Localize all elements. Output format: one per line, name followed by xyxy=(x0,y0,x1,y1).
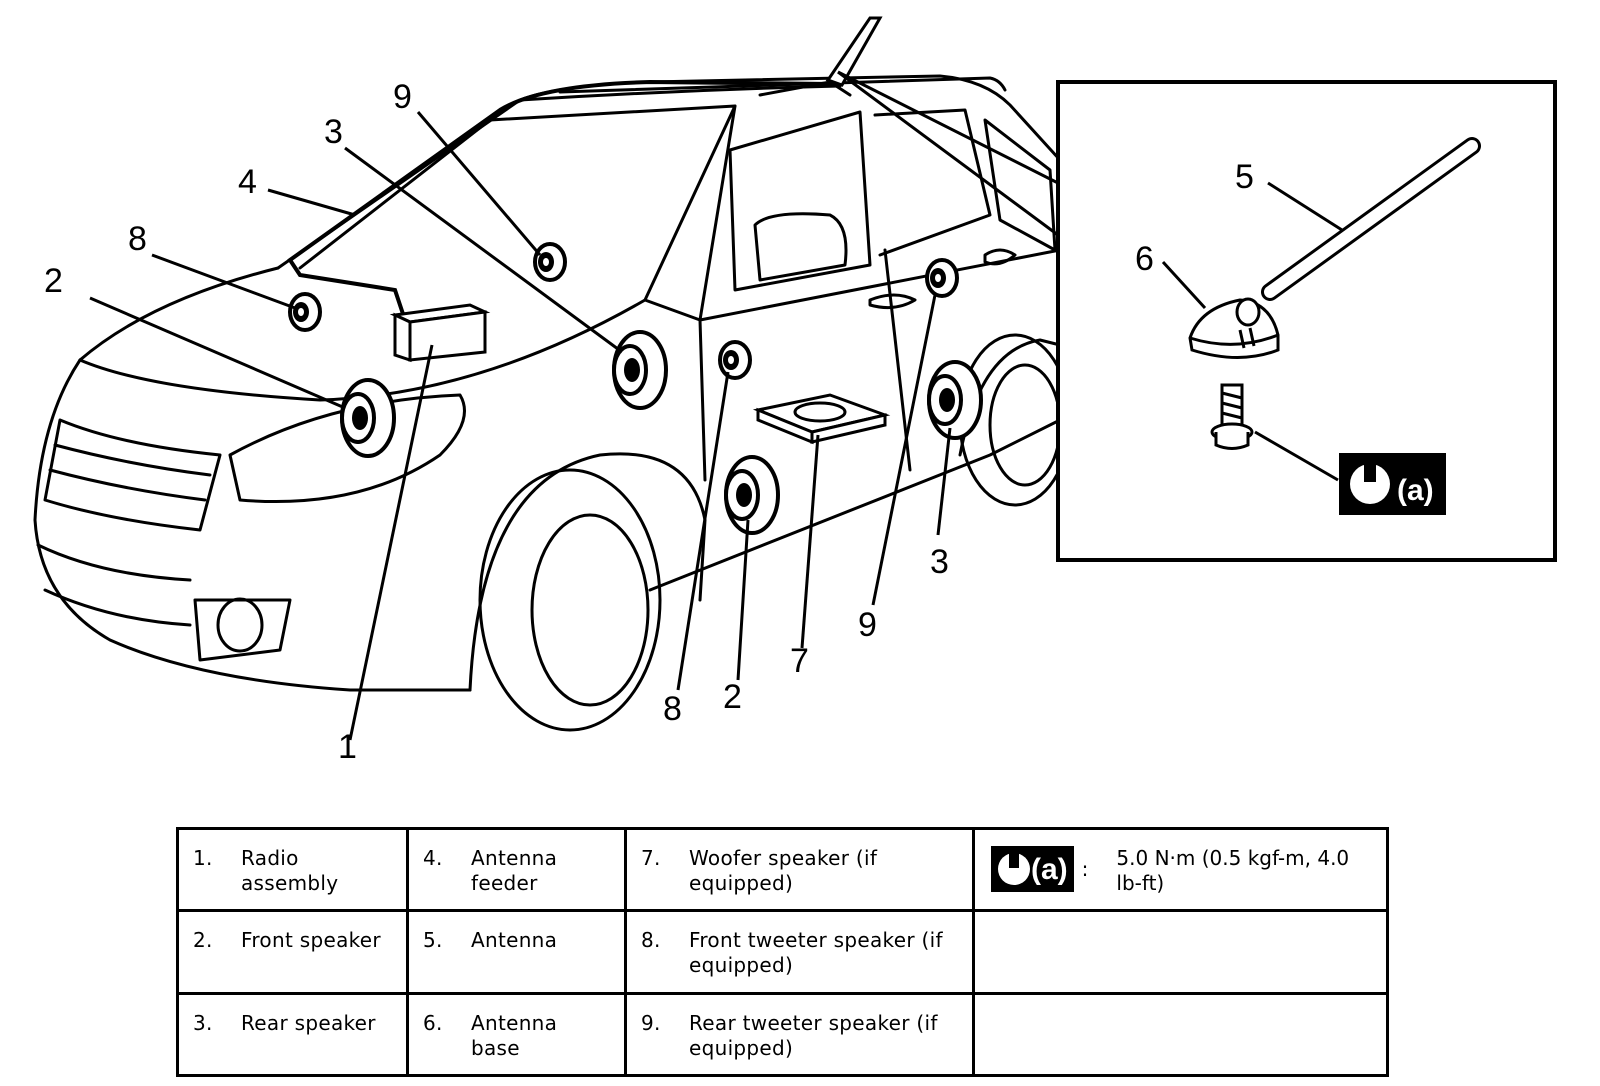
callout-8-front-tweeter-left: 8 xyxy=(128,220,147,258)
legend-text: Antenna xyxy=(471,928,558,953)
legend-number: 6. xyxy=(423,1010,443,1035)
legend-number: 7. xyxy=(641,846,661,870)
woofer-speaker-shape xyxy=(752,393,891,445)
rear-speaker-right xyxy=(927,360,983,440)
legend-cell: 4. Antenna feeder xyxy=(406,826,627,913)
leader-lines xyxy=(89,111,1343,741)
callout-2-front-speaker-right: 2 xyxy=(723,678,742,716)
inset-antenna-base xyxy=(1188,297,1280,359)
torque-value: 5.0 N·m (0.5 kgf-m, 4.0 lb-ft) xyxy=(1116,846,1350,895)
legend-empty-cell xyxy=(972,991,1389,1078)
legend-text: Rear speaker xyxy=(241,1010,376,1035)
callout-1-radio: 1 xyxy=(338,728,357,766)
svg-text:(a): (a) xyxy=(1397,474,1434,507)
vehicle-audio-diagram: (a) 1 2 2 3 3 4 5 6 7 8 8 9 9 xyxy=(33,16,1557,766)
torque-wrench-badge: (a) xyxy=(991,846,1074,892)
legend-cell: 5. Antenna xyxy=(406,909,627,995)
legend-cell: 8. Front tweeter speaker (if equipped) xyxy=(624,909,975,995)
legend-number: 1. xyxy=(193,846,213,870)
legend-cell: 6. Antenna base xyxy=(406,991,627,1078)
car-outline xyxy=(33,74,1072,732)
legend-cell: 1. Radio assembly xyxy=(176,826,409,913)
legend-text: Rear tweeter speaker (if equipped) xyxy=(689,1010,938,1060)
callout-8-front-tweeter-right: 8 xyxy=(663,690,682,728)
inset-antenna-mast xyxy=(1261,137,1481,301)
antenna-detail-inset xyxy=(1056,80,1557,562)
inset-zoom-lines xyxy=(837,70,1059,237)
legend-number: 3. xyxy=(193,1010,213,1035)
callout-4-antenna-feeder: 4 xyxy=(238,163,257,201)
front-tweeter-left xyxy=(288,292,322,332)
front-tweeter-right xyxy=(718,340,752,380)
rear-tweeter-right xyxy=(925,258,959,298)
legend-number: 8. xyxy=(641,928,661,953)
legend-text: Radio assembly xyxy=(241,846,339,895)
legend-text: Antenna feeder xyxy=(471,846,558,895)
legend-text: Woofer speaker (if equipped) xyxy=(689,846,878,895)
parts-legend-table: 1. Radio assembly 4. Antenna feeder 7. W… xyxy=(176,826,1389,1078)
rear-speaker-left xyxy=(612,330,668,410)
legend-cell: 9. Rear tweeter speaker (if equipped) xyxy=(624,991,975,1078)
callout-6-antenna-base: 6 xyxy=(1135,240,1154,278)
callout-7-woofer: 7 xyxy=(790,642,809,680)
antenna-feeder-cable xyxy=(287,79,833,331)
legend-number: 5. xyxy=(423,928,443,953)
torque-separator: : xyxy=(1081,857,1089,881)
legend-cell: 7. Woofer speaker (if equipped) xyxy=(624,826,975,913)
legend-row: 2. Front speaker 5. Antenna 8. Front twe… xyxy=(176,909,1389,995)
legend-text: Antenna base xyxy=(471,1010,558,1060)
legend-row: 1. Radio assembly 4. Antenna feeder 7. W… xyxy=(176,826,1389,913)
front-speaker-left xyxy=(340,378,396,458)
callout-9-rear-tweeter-left: 9 xyxy=(393,78,412,116)
inset-torque-badge: (a) xyxy=(1339,453,1446,515)
legend-cell: 2. Front speaker xyxy=(176,909,409,995)
torque-badge-label: (a) xyxy=(1031,852,1068,886)
callout-3-rear-speaker-left: 3 xyxy=(324,113,343,151)
legend-number: 2. xyxy=(193,928,213,953)
legend-cell: 3. Rear speaker xyxy=(176,991,409,1078)
callout-3-rear-speaker-right: 3 xyxy=(930,543,949,581)
legend-empty-cell xyxy=(972,909,1389,995)
legend-row: 3. Rear speaker 6. Antenna base 9. Rear … xyxy=(176,991,1389,1078)
legend-number: 4. xyxy=(423,846,443,870)
wrench-icon xyxy=(998,852,1030,885)
inset-bolt xyxy=(1210,383,1254,450)
rear-tweeter-left xyxy=(533,242,567,282)
legend-text: Front speaker xyxy=(241,928,381,953)
legend-text: Front tweeter speaker (if equipped) xyxy=(689,928,943,978)
legend-number: 9. xyxy=(641,1010,661,1035)
callout-9-rear-tweeter-right: 9 xyxy=(858,606,877,644)
radio-assembly-box xyxy=(389,303,491,363)
torque-spec-cell: (a) : 5.0 N·m (0.5 kgf-m, 4.0 lb-ft) xyxy=(972,826,1389,913)
roof-antenna xyxy=(825,16,883,87)
front-speaker-right xyxy=(724,455,780,535)
callout-5-antenna: 5 xyxy=(1235,158,1254,196)
callout-2-front-speaker-left: 2 xyxy=(44,262,63,300)
